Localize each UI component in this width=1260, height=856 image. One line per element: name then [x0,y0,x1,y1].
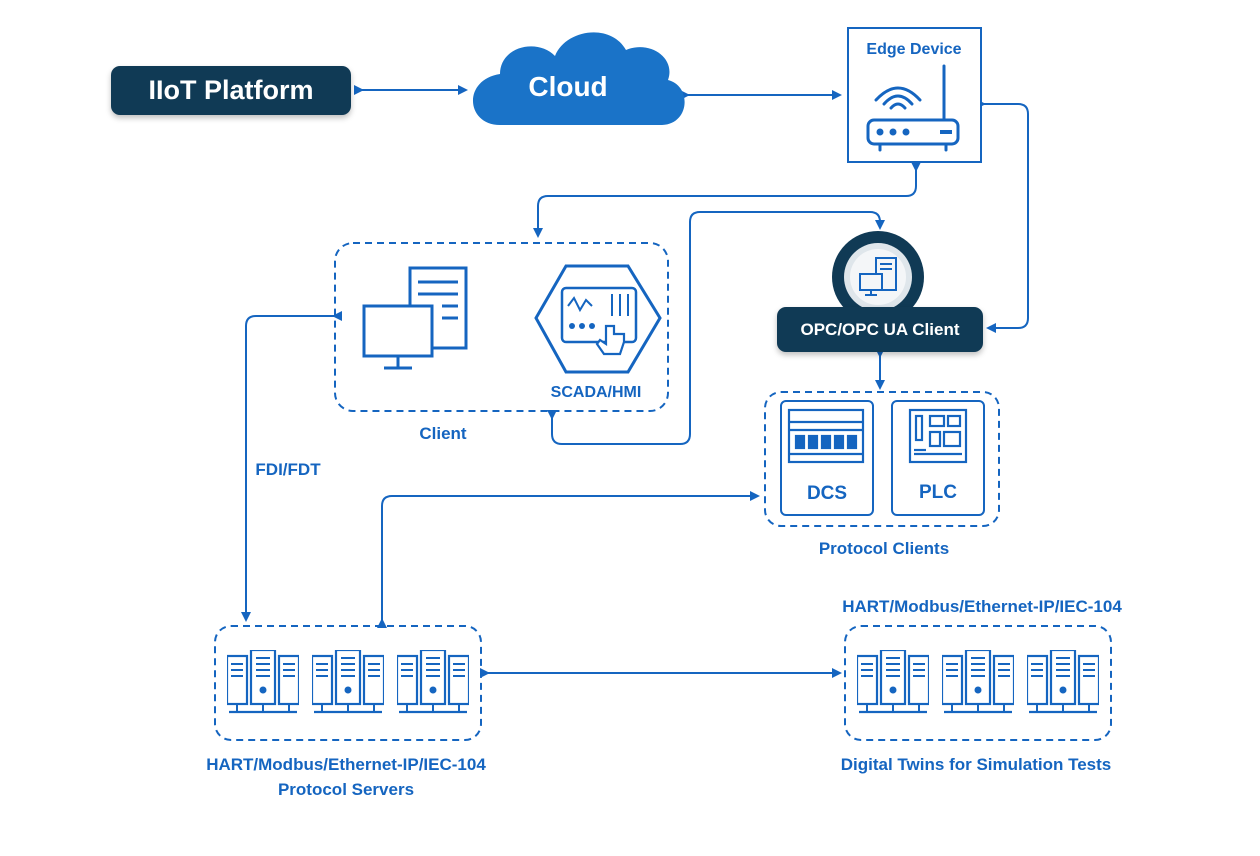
protocol-clients-label: Protocol Clients [819,539,949,558]
protocol-servers-label: Protocol Servers [278,780,414,799]
workstation-small-icon [859,257,897,296]
connector-scada-opc [547,211,885,445]
plc-label: PLC [919,482,957,503]
cloud-node: Cloud [472,32,685,125]
connector-edge-client [533,162,921,238]
server-rack-icon [312,650,384,714]
server-rack-icon [857,650,929,714]
cloud-icon [472,32,685,125]
connector-edge-opc-right [976,99,1029,333]
edge-device-label: Edge Device [866,41,961,58]
scada-hmi-label: SCADA/HMI [551,384,642,401]
server-rack-icon [942,650,1014,714]
protocol-clients-group: DCS PLC [764,391,1000,527]
client-label: Client [419,424,467,443]
opc-client-label-box: OPC/OPC UA Client [777,307,983,352]
protocol-servers-protocols-label: HART/Modbus/Ethernet-IP/IEC-104 [206,755,486,774]
workstation-icon [362,266,468,370]
server-rack-icon [227,650,299,714]
digital-twins-group [844,625,1112,741]
digital-twins-label: Digital Twins for Simulation Tests [841,755,1111,774]
server-rack-icon [397,650,469,714]
opc-client-node [832,231,924,323]
plc-board-icon [908,408,968,464]
router-icon [866,64,960,152]
scada-hexagon-icon [534,264,662,374]
server-rack-icon [1027,650,1099,714]
edge-device-node: Edge Device [847,27,982,163]
iiot-platform-label: IIoT Platform [148,75,314,105]
connector-fdi-fdt [241,311,342,622]
cloud-label: Cloud [528,71,607,102]
twins-protocols-label: HART/Modbus/Ethernet-IP/IEC-104 [842,597,1122,616]
protocol-servers-group [214,625,482,741]
dcs-label: DCS [807,483,847,504]
connector-servers-protocol-clients [377,491,760,628]
fdi-fdt-label: FDI/FDT [255,460,321,479]
iiot-platform-node: IIoT Platform [111,66,351,115]
opc-client-label: OPC/OPC UA Client [800,319,960,339]
client-group: SCADA/HMI [334,242,669,412]
dcs-panel-icon [787,408,865,464]
